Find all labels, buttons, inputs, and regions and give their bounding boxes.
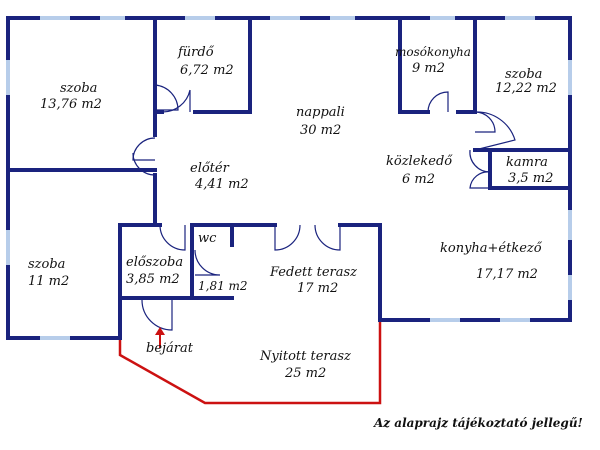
room-kamra-name: kamra — [506, 155, 548, 170]
room-kamra-area: 3,5 m2 — [508, 171, 553, 186]
room-fedett-name: Fedett terasz — [269, 265, 357, 280]
room-nappali-area: 30 m2 — [300, 123, 341, 138]
exterior-walls — [6, 16, 572, 340]
entrance-label: bejárat — [146, 341, 194, 356]
room-eloter-area: 4,41 m2 — [194, 177, 249, 192]
room-wc-area: 1,81 m2 — [198, 279, 248, 293]
room-nyitott-name: Nyitott terasz — [259, 349, 351, 364]
room-fedett-area: 17 m2 — [297, 281, 338, 296]
room-furdo-area: 6,72 m2 — [180, 63, 234, 78]
room-mosokonyha-name: mosókonyha — [395, 45, 471, 59]
open-terrace-outline — [118, 322, 382, 405]
room-konyha-area: 17,17 m2 — [476, 267, 538, 282]
room-furdo-name: fürdő — [177, 45, 215, 60]
room-szoba2-area: 11 m2 — [28, 274, 69, 289]
room-kozlekedo-name: közlekedő — [386, 154, 453, 169]
room-szoba2-name: szoba — [28, 257, 65, 272]
room-szoba1-area: 13,76 m2 — [40, 97, 102, 112]
room-eloter-name: előtér — [190, 161, 230, 176]
room-eloszoba-area: 3,85 m2 — [126, 272, 180, 287]
room-nappali-name: nappali — [296, 105, 345, 120]
room-konyha-name: konyha+étkező — [440, 241, 543, 256]
windows — [6, 16, 572, 340]
room-eloszoba-name: előszoba — [126, 255, 183, 270]
room-labels: szoba 13,76 m2 fürdő 6,72 m2 nappali 30 … — [28, 45, 557, 381]
doors — [132, 84, 516, 331]
room-szoba3-name: szoba — [505, 67, 542, 82]
interior-walls — [6, 16, 572, 340]
room-nyitott-area: 25 m2 — [284, 366, 326, 381]
room-kozlekedo-area: 6 m2 — [402, 172, 435, 187]
disclaimer-note: Az alaprajz tájékoztató jellegű! — [373, 416, 583, 430]
room-szoba3-area: 12,22 m2 — [495, 81, 557, 96]
room-wc-name: wc — [198, 231, 217, 246]
room-szoba1-name: szoba — [60, 81, 97, 96]
room-mosokonyha-area: 9 m2 — [412, 61, 445, 76]
entrance-arrow-icon — [155, 327, 165, 348]
